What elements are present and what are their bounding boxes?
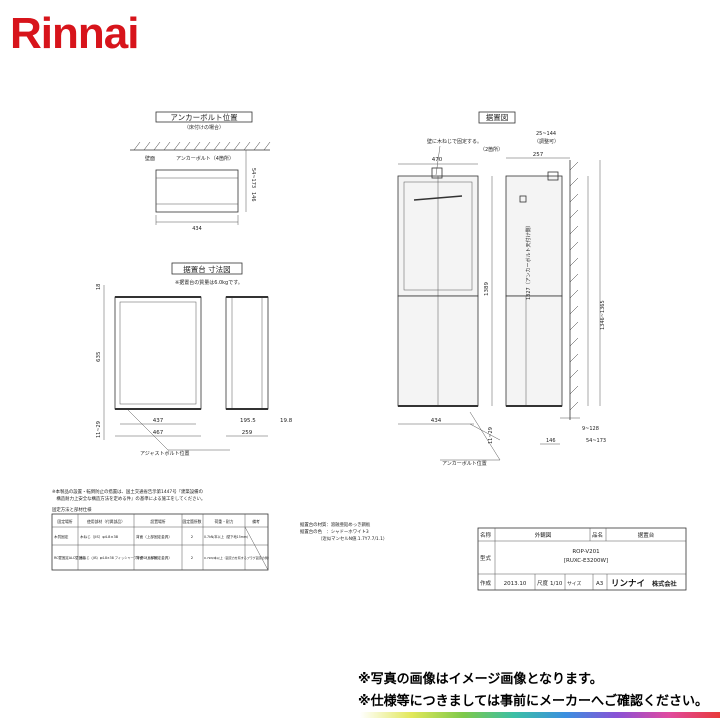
row2-load: 0.7kN/本以上（固定力を有するプラグ固定の例） (204, 555, 271, 560)
install-view-title: 据置図 (486, 113, 509, 122)
install-dim-vert: 1327（アンカーボルト天付け側） (525, 222, 532, 300)
title-size-label: サイズ (567, 580, 581, 587)
stand-weight-note: ※据置台の質量は6.0kgです。 (175, 279, 243, 286)
install-dim-range-vert: 1346~1365 (600, 300, 606, 330)
title-created-label: 作成 (480, 579, 492, 587)
stand-dimension-view: 据置台 寸法図 ※据置台の質量は6.0kgです。 18 635 11~29 43… (96, 262, 293, 457)
stand-dim-side: 195.5 (240, 418, 256, 424)
material-line-1: 据置台の材質：溶融亜鉛めっき鋼板 (300, 521, 371, 528)
table-header-location: 固定場所 (57, 519, 72, 524)
install-dim-9-128: 9~128 (582, 426, 599, 432)
title-model-sub: [RUXC-E3200W] (564, 558, 608, 564)
note-line-1: ※本製品の設置・転倒防止の措置は、国土交通省告示第1447号『建築設備の (52, 488, 203, 495)
install-wall-note2: （2箇所） (480, 146, 503, 153)
stand-dim-top: 18 (96, 284, 102, 290)
stand-dim-outer: 467 (153, 430, 164, 436)
title-model-label: 型式 (480, 554, 492, 562)
title-scale-value: 1/10 (550, 581, 563, 587)
fix-method-title: 固定方法と部材仕様 (52, 506, 92, 513)
rinnai-logo: Rinnai (10, 9, 139, 58)
row2-material: 木ねじ（JIS）φ4.8×38 フィッシャープラグSX 6×30 (80, 555, 157, 560)
wall-label: 壁面 (145, 155, 155, 162)
stand-dim-depth: 259 (242, 430, 253, 436)
anchor-dim-depth: 146 (250, 192, 256, 202)
company-suffix: 株式会社 (652, 580, 678, 588)
install-dim-54-173: 54~173 (586, 438, 606, 444)
notes-block: ※本製品の設置・転倒防止の措置は、国土交通省告示第1447号『建築設備の 構造耐… (51, 488, 387, 571)
material-line-2: 据置台の色 ：シャドーホワイト3 (300, 528, 369, 535)
adjust-bolt-label: アジャストボルト位置 (140, 450, 190, 457)
table-header-remarks: 備考 (252, 519, 260, 524)
row1-location: 木質固定 (54, 534, 69, 539)
stand-dim-gap: 11~29 (96, 421, 102, 438)
title-block: 名称 外観図 品名 据置台 型式 ROP-V201 [RUXC-E3200W] … (477, 527, 687, 591)
row1-count: 2 (191, 534, 194, 539)
stand-view-title: 据置台 寸法図 (183, 264, 230, 274)
row2-place: 背面（上部固定金具） (136, 555, 172, 560)
anchor-bolt-view: アンカーボルト位置 （床付けの場合） 壁面 アンカーボルト（4箇所） 434 5… (130, 111, 271, 232)
stand-dim-side2: 19.8 (280, 418, 293, 424)
anchor-dim-width: 434 (192, 226, 202, 232)
install-dim-adjust: （調整可） (534, 138, 559, 145)
title-size-value: A3 (596, 581, 604, 587)
install-dim-257: 257 (533, 152, 544, 158)
note-line-2: 構造耐力上安全な構造方法を定める件』の基準による施工をしてください。 (52, 495, 205, 502)
title-scale-label: 尺度 (537, 579, 549, 587)
install-dim-470: 470 (432, 157, 443, 163)
table-header-count: 固定箇所数 (183, 519, 202, 524)
install-anchor-label: アンカーボルト位置 (442, 460, 487, 467)
stand-dim-inner: 437 (153, 418, 164, 424)
install-dim-1389: 1389 (484, 282, 490, 296)
row1-load: 0.7kN/本以上（壁下地15mm） (204, 534, 250, 539)
row2-count: 2 (191, 555, 194, 560)
anchor-view-title: アンカーボルト位置 (170, 112, 238, 122)
anchor-view-subtitle: （床付けの場合） (184, 124, 224, 131)
anchor-bolt-label: アンカーボルト（4箇所） (176, 155, 234, 162)
install-dim-25-144: 25~144 (536, 131, 556, 137)
footer-image-note: ※写真の画像はイメージ画像となります。 (358, 672, 603, 687)
table-header-material: 使用部材（付属部品） (87, 519, 125, 524)
installation-view: 据置図 壁に木ねじで固定する。 （2箇所） 470 434 アンカーボルト位置 … (397, 111, 606, 467)
rainbow-bar (360, 712, 720, 718)
table-header-place: 設置場所 (150, 519, 165, 524)
title-model-value: ROP-V201 (572, 549, 599, 555)
install-dim-146: 146 (546, 438, 556, 444)
install-dim-11-29: 11~29 (488, 427, 494, 444)
row1-place: 背面（上部固定金具） (136, 534, 172, 539)
stand-dim-height: 635 (96, 351, 102, 362)
row1-material: 木ねじ（JIS）φ4.8×38 (80, 534, 119, 539)
title-product-value: 据置台 (638, 531, 655, 539)
row2-location: RC壁固定ALC壁固定 (54, 555, 86, 560)
anchor-dim-range: 54~173 (250, 168, 256, 188)
title-name-label: 名称 (480, 531, 492, 539)
table-header-load: 荷重・耐力 (215, 519, 234, 524)
title-date: 2013.10 (504, 581, 527, 587)
install-dim-434: 434 (431, 418, 442, 424)
footer-spec-note: ※仕様等につきましては事前にメーカーへご確認ください。 (358, 694, 708, 709)
install-wall-note: 壁に木ねじで固定する。 (427, 138, 482, 145)
company-logo: リンナイ (611, 579, 645, 589)
title-product-label: 品名 (592, 531, 603, 539)
title-name-value: 外観図 (535, 531, 552, 539)
material-line-3: （近似マンセルN値.1.7Y7.7/1.1） (318, 535, 387, 542)
